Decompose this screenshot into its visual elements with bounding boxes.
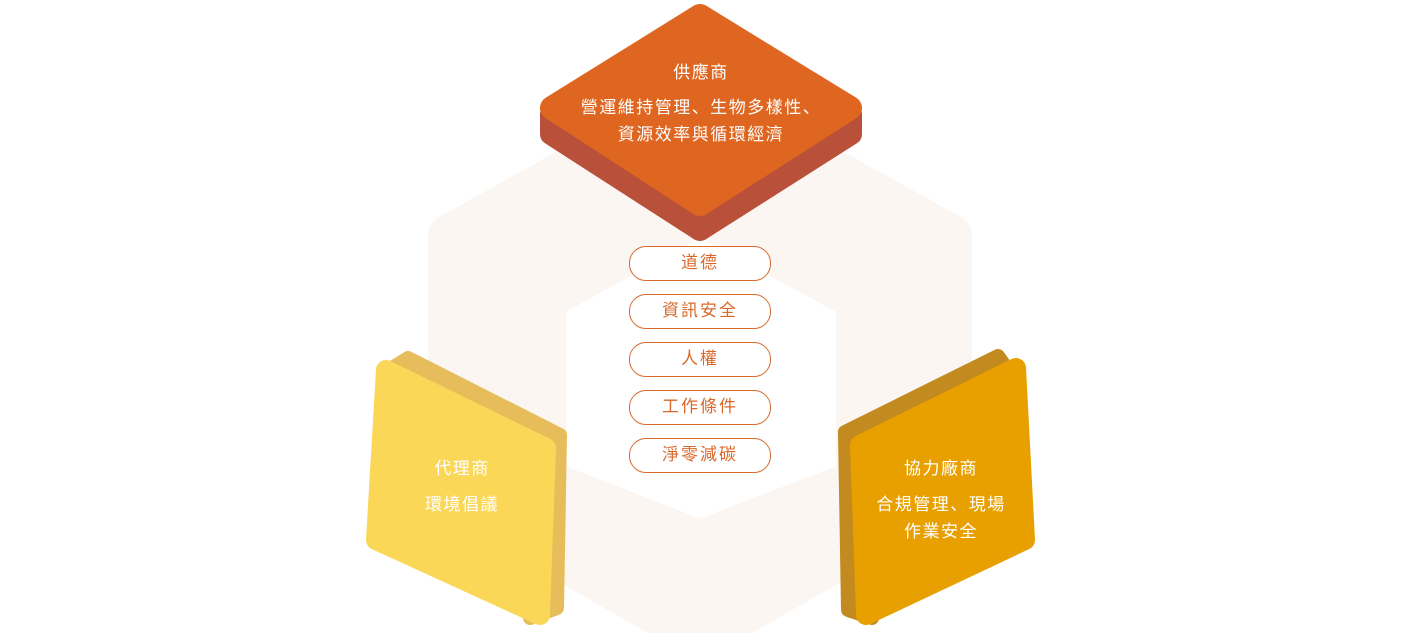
topic-pill-human-rights: 人權 bbox=[629, 342, 771, 377]
supplier-title: 供應商 bbox=[673, 63, 729, 83]
agent-label: 代理商 環境倡議 bbox=[392, 458, 532, 519]
contractor-title: 協力廠商 bbox=[904, 459, 978, 479]
contractor-shape bbox=[838, 349, 1035, 625]
agent-shape-top bbox=[366, 360, 556, 625]
agent-title: 代理商 bbox=[434, 459, 490, 479]
topic-pill-ethics: 道德 bbox=[629, 246, 771, 281]
supplier-desc-line1: 營運維持管理、生物多樣性、 bbox=[580, 98, 822, 118]
contractor-desc-line2: 作業安全 bbox=[904, 522, 978, 542]
supplier-shape-top bbox=[540, 4, 862, 216]
supplier-label: 供應商 營運維持管理、生物多樣性、 資源效率與循環經濟 bbox=[553, 62, 849, 149]
contractor-shape-top bbox=[850, 358, 1035, 625]
agent-shape bbox=[366, 351, 567, 625]
topic-pill-working-conditions: 工作條件 bbox=[629, 390, 771, 425]
contractor-desc-line1: 合規管理、現場 bbox=[876, 495, 1006, 515]
background-hexagon-ring bbox=[428, 75, 972, 633]
topic-pill-information-security: 資訊安全 bbox=[629, 294, 771, 329]
agent-desc-line1: 環境倡議 bbox=[425, 495, 499, 515]
supplier-desc-line2: 資源效率與循環經濟 bbox=[617, 125, 785, 145]
contractor-label: 協力廠商 合規管理、現場 作業安全 bbox=[866, 458, 1016, 546]
topic-pill-net-zero: 淨零減碳 bbox=[629, 438, 771, 473]
supplier-shape bbox=[540, 4, 862, 241]
